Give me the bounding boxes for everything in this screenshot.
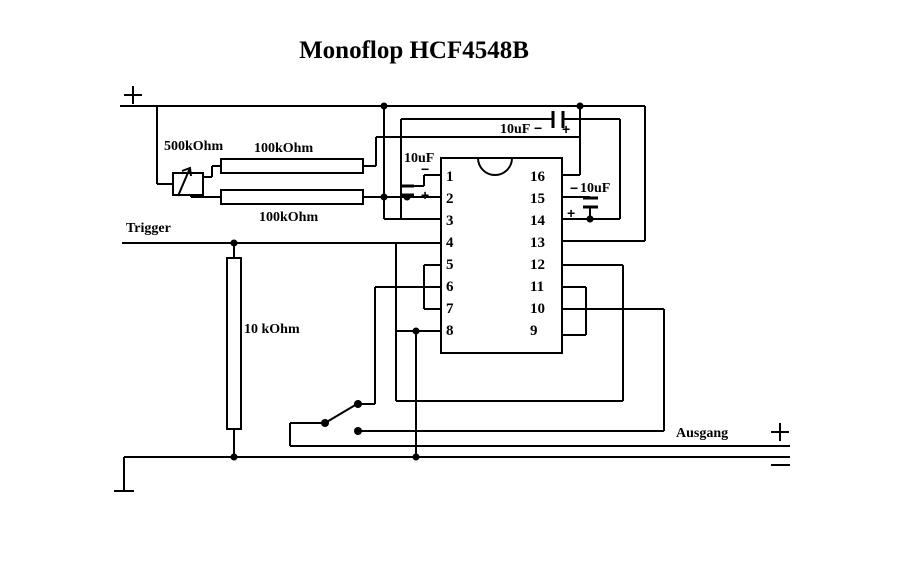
capacitor-left-label: 10uF: [404, 151, 434, 166]
pin-14-label: 14: [530, 213, 546, 229]
pin-13-label: 13: [530, 235, 545, 251]
pin11-9-link: [563, 286, 587, 336]
pin-3-label: 3: [446, 213, 454, 229]
potentiometer-500kohm: 500kOhm: [156, 106, 223, 197]
resistor-100kohm-lower: 100kOhm: [190, 189, 384, 225]
pin4-pin8-link: [395, 243, 441, 457]
pin12-feedback-loop: [395, 264, 624, 402]
pin10-output-wire: [358, 308, 665, 432]
resistor-lower-label: 100kOhm: [259, 210, 318, 225]
capacitor-right-minus: −: [570, 180, 578, 196]
capacitor-left-plus: +: [421, 187, 429, 203]
pin-10-label: 10: [530, 301, 545, 317]
pin-7-label: 7: [446, 301, 454, 317]
pin-9-label: 9: [530, 323, 538, 339]
capacitor-top-label: 10uF: [500, 122, 530, 137]
junction-dots: [230, 102, 594, 461]
pin-5-label: 5: [446, 257, 454, 273]
mode-switch: Ausgang: [289, 286, 728, 446]
capacitor-top: 10uF − +: [400, 111, 621, 220]
pin-1-label: 1: [446, 169, 454, 185]
ic-pin-labels-right: 16 15 14 13 12 11 10 9: [530, 169, 546, 339]
capacitor-top-minus: −: [534, 120, 542, 136]
pin-2-label: 2: [446, 191, 454, 207]
pin-8-label: 8: [446, 323, 454, 339]
pin-6-label: 6: [446, 279, 454, 295]
diagram-title: Monoflop HCF4548B: [299, 37, 529, 64]
capacitor-right-plus: +: [567, 205, 575, 221]
resistor-upper-label: 100kOhm: [254, 141, 313, 156]
potentiometer-label: 500kOhm: [164, 139, 223, 154]
pin-15-label: 15: [530, 191, 545, 207]
ground-rail: [114, 456, 790, 492]
output-label: Ausgang: [676, 426, 728, 441]
resistor-100kohm-upper: 100kOhm: [203, 136, 580, 178]
pin-16-label: 16: [530, 169, 546, 185]
resistor-10k-label: 10 kOhm: [244, 322, 300, 337]
pin-12-label: 12: [530, 257, 545, 273]
pin-4-label: 4: [446, 235, 454, 251]
trigger-label: Trigger: [126, 221, 171, 236]
ic-pin-labels-left: 1 2 3 4 5 6 7 8: [446, 169, 454, 339]
capacitor-left-minus: −: [421, 161, 429, 177]
pin16-vcc-wire: [563, 106, 581, 176]
trigger-input: Trigger: [122, 221, 441, 244]
output-rail: [290, 423, 790, 447]
capacitor-right-label: 10uF: [580, 181, 610, 196]
capacitor-top-plus: +: [562, 121, 570, 137]
pin-11-label: 11: [530, 279, 544, 295]
capacitor-left: 10uF − +: [384, 151, 441, 203]
pin3-vcc-wire: [383, 106, 401, 220]
capacitor-right: 10uF − +: [563, 180, 610, 221]
ic-hcf4548b: [440, 157, 563, 354]
